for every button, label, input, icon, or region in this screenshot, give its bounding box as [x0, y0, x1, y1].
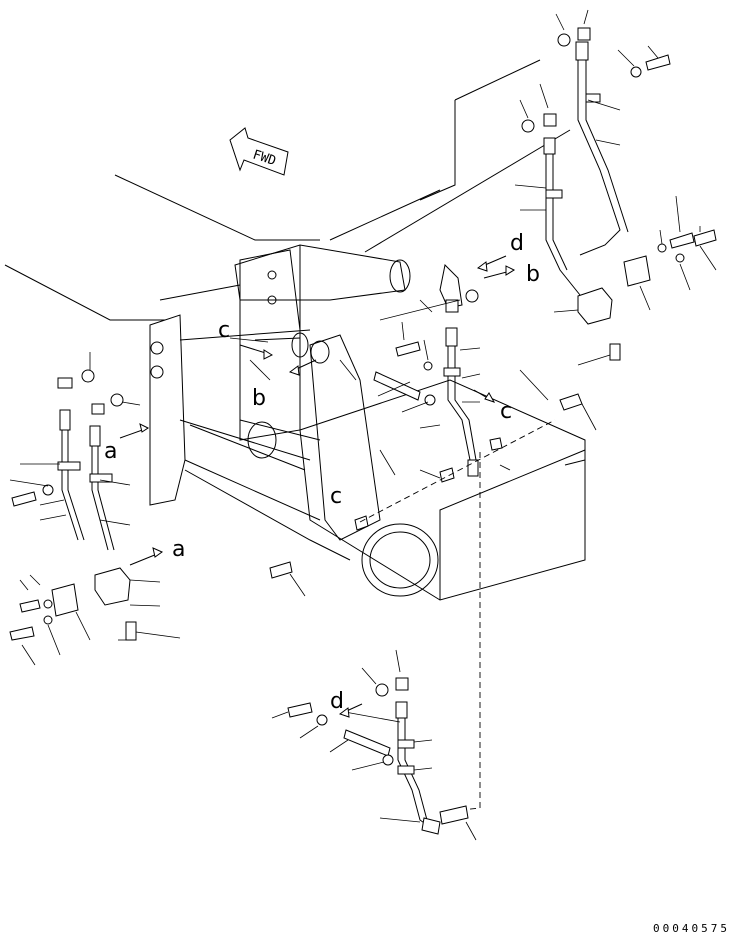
center-hose-group: [229, 263, 597, 597]
connection-label-a: a: [104, 439, 117, 464]
forward-direction-arrow: FWD: [229, 127, 289, 176]
connection-labels: a a b b c c c d d: [104, 231, 540, 714]
connection-label-d: d: [330, 689, 344, 714]
connection-label-c: c: [330, 484, 342, 509]
main-frame-assembly: [4, 59, 586, 601]
routing-dashed-line: [359, 419, 556, 523]
connection-label-b: b: [526, 262, 540, 287]
connection-label-c: c: [500, 399, 512, 424]
connection-label-b: b: [252, 386, 266, 411]
left-hose-group: [9, 352, 181, 666]
connection-label-d: d: [510, 231, 524, 256]
right-upper-hose-group: [514, 9, 717, 366]
bottom-hose-group: [271, 649, 477, 841]
document-number: 00040575: [653, 922, 730, 935]
connection-arrows: [119, 255, 516, 718]
fwd-label: FWD: [251, 148, 278, 170]
connection-label-a: a: [172, 537, 185, 562]
routing-dashed-line: [461, 452, 481, 811]
connection-label-c: c: [218, 318, 230, 343]
